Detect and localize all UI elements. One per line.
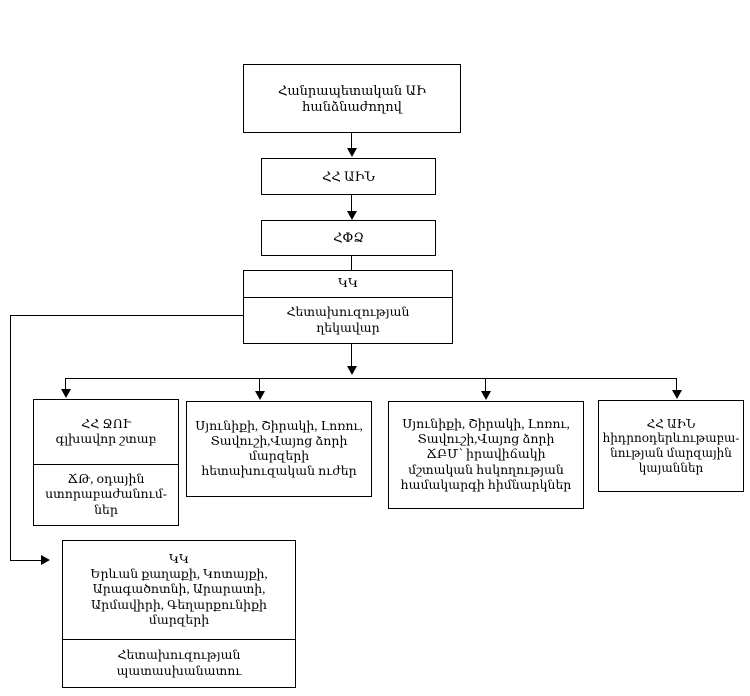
node-branch1-body: ՃԹ, օդային ստորաբաժանում- ներ (34, 464, 178, 525)
connector-mes-to-hpd (351, 195, 352, 212)
connector-commission-to-mes (351, 133, 352, 149)
node-kk-regions-title: ԿԿ Երևան քաղաքի, Կոտայքի, Արագածոտնի, Ար… (90, 551, 268, 627)
node-branch1-title: ՀՀ ՋՈՒ գլխավոր շտաբ (55, 416, 157, 446)
node-branch4[interactable]: ՀՀ ԱԻՆ հիդրոօդերևութաբա- նության մարզայի… (598, 400, 744, 492)
feedback-line-vertical (10, 315, 11, 561)
node-kk-head-body: Հետախուզության ղեկավար (244, 297, 452, 343)
node-branch1[interactable]: ՀՀ ՋՈՒ գլխավոր շտաբ ՃԹ, օդային ստորաբաժա… (33, 399, 179, 526)
connector-hpd-to-kk (351, 256, 352, 271)
connector-bus-to-branch3 (485, 378, 486, 392)
arrowhead-bus-to-branch3 (481, 391, 491, 400)
node-mes-label: ՀՀ ԱԻՆ (322, 168, 375, 184)
connector-bus-to-branch2 (259, 378, 260, 392)
arrowhead-kk-to-bus (347, 366, 357, 375)
arrowhead-bus-to-branch1 (61, 389, 71, 398)
node-hpd-label: ՀՓՁ (333, 230, 364, 246)
node-branch3-body: Սյունիքի, Շիրակի, Լոռու, Տավուշի,Վայոց ձ… (400, 416, 572, 492)
node-kk-regions[interactable]: ԿԿ Երևան քաղաքի, Կոտայքի, Արագածոտնի, Ար… (62, 540, 296, 688)
node-republican-commission-label: Հանրապետական ԱԻ հանձնաժողով (277, 82, 427, 114)
feedback-line-to-regions (10, 560, 41, 561)
node-hpd[interactable]: ՀՓՁ (261, 220, 436, 256)
node-branch2-body: Սյունիքի, Շիրակի, Լոռու, Տավուշի,Վայոց ձ… (195, 418, 363, 479)
node-mes[interactable]: ՀՀ ԱԻՆ (261, 158, 436, 195)
distribution-bus (65, 378, 677, 379)
arrowhead-bus-to-branch2 (255, 391, 265, 400)
arrowhead-commission-to-mes (347, 148, 357, 157)
connector-bus-to-branch4 (676, 378, 677, 391)
connector-kk-to-bus (351, 344, 352, 367)
node-republican-commission[interactable]: Հանրապետական ԱԻ հանձնաժողով (243, 64, 461, 133)
arrowhead-feedback-to-regions (41, 555, 50, 565)
node-branch4-body: ՀՀ ԱԻՆ հիդրոօդերևութաբա- նության մարզայի… (602, 416, 740, 475)
node-kk-regions-body: Հետախուզության պատասխանատու (63, 639, 295, 687)
connector-bus-to-branch1 (65, 378, 66, 390)
feedback-line-from-kk-head (10, 315, 244, 316)
node-kk-head[interactable]: ԿԿ Հետախուզության ղեկավար (243, 270, 453, 344)
arrowhead-mes-to-hpd (347, 211, 357, 220)
node-kk-head-title: ԿԿ (337, 276, 359, 291)
node-branch3[interactable]: Սյունիքի, Շիրակի, Լոռու, Տավուշի,Վայոց ձ… (388, 401, 584, 509)
arrowhead-bus-to-branch4 (672, 390, 682, 399)
node-branch2[interactable]: Սյունիքի, Շիրակի, Լոռու, Տավուշի,Վայոց ձ… (186, 401, 372, 497)
